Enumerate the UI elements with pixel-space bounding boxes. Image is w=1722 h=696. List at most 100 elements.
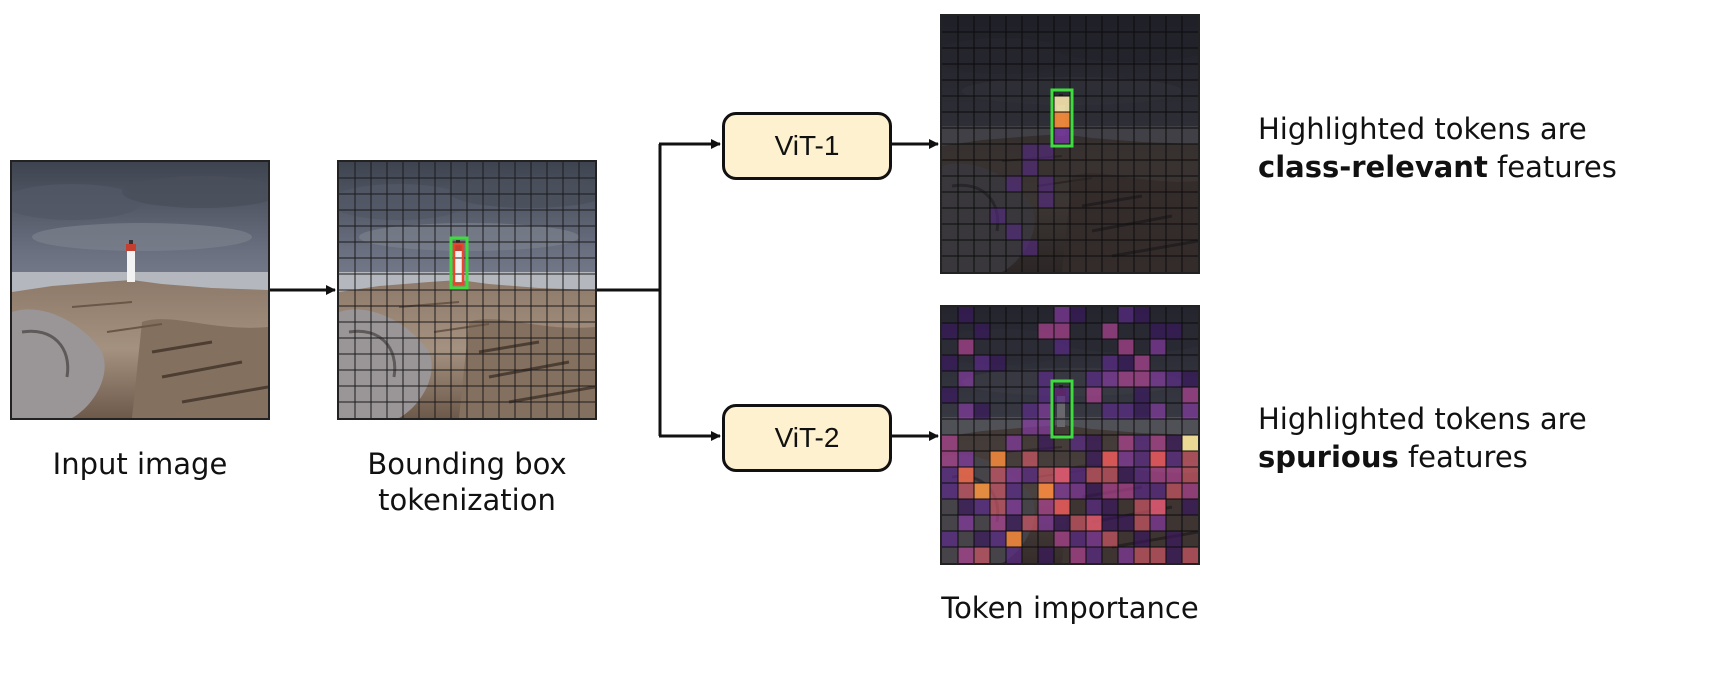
importance-cell <box>1166 451 1182 467</box>
importance-cell <box>1086 467 1102 483</box>
importance-cell <box>1038 435 1054 451</box>
importance-cell <box>1022 451 1038 467</box>
importance-cell <box>990 355 1006 371</box>
importance-cell <box>958 403 974 419</box>
importance-cell <box>1118 483 1134 499</box>
importance-cells-vit1 <box>990 96 1070 256</box>
importance-cells-vit2 <box>942 307 1198 563</box>
importance-cell <box>942 323 958 339</box>
tokenized-image <box>337 160 597 420</box>
importance-cell <box>1102 323 1118 339</box>
importance-cell <box>1006 176 1022 192</box>
note1-suffix: features <box>1487 150 1617 184</box>
importance-cell <box>958 515 974 531</box>
importance-cell <box>1038 547 1054 563</box>
note2-suffix: features <box>1398 440 1528 474</box>
importance-cell <box>1086 531 1102 547</box>
tokenization-caption-line1: Bounding box <box>367 447 567 481</box>
token-grid-vit2 <box>942 307 1198 563</box>
importance-cell <box>974 499 990 515</box>
importance-cell <box>1150 371 1166 387</box>
importance-cell <box>1102 499 1118 515</box>
importance-cell <box>1182 387 1198 403</box>
importance-cell <box>1022 419 1038 435</box>
importance-cell <box>1102 483 1118 499</box>
importance-cell <box>1006 224 1022 240</box>
importance-cell <box>1070 531 1086 547</box>
importance-cell <box>1150 515 1166 531</box>
token-importance-caption: Token importance <box>941 591 1199 625</box>
importance-cell <box>1054 112 1070 128</box>
vit2-box: ViT-2 <box>722 404 892 472</box>
importance-cell <box>1038 467 1054 483</box>
importance-cell <box>1006 435 1022 451</box>
importance-cell <box>942 451 958 467</box>
importance-cell <box>1038 371 1054 387</box>
importance-cell <box>1134 531 1150 547</box>
importance-cell <box>1150 451 1166 467</box>
importance-cell <box>958 451 974 467</box>
importance-cell <box>1150 483 1166 499</box>
tokenization-caption: Bounding box tokenization <box>337 446 597 518</box>
importance-cell <box>1102 403 1118 419</box>
importance-cell <box>1070 515 1086 531</box>
importance-cell <box>1102 531 1118 547</box>
importance-cell <box>974 483 990 499</box>
importance-cell <box>1150 339 1166 355</box>
importance-cell <box>958 467 974 483</box>
importance-cell <box>1006 499 1022 515</box>
importance-cell <box>1054 323 1070 339</box>
importance-cell <box>1054 96 1070 112</box>
importance-cell <box>1086 387 1102 403</box>
importance-cell <box>1086 435 1102 451</box>
importance-cell <box>1134 387 1150 403</box>
importance-cell <box>1054 307 1070 323</box>
bounding-box-outer <box>449 236 469 290</box>
importance-cell <box>1038 499 1054 515</box>
importance-cell <box>990 208 1006 224</box>
importance-cell <box>1102 515 1118 531</box>
importance-cell <box>1182 467 1198 483</box>
importance-cell <box>974 531 990 547</box>
importance-cell <box>958 339 974 355</box>
importance-cell <box>990 483 1006 499</box>
importance-cell <box>1086 515 1102 531</box>
importance-cell <box>974 547 990 563</box>
importance-cell <box>1118 467 1134 483</box>
importance-cell <box>1134 435 1150 451</box>
vit1-box: ViT-1 <box>722 112 892 180</box>
importance-cell <box>1070 547 1086 563</box>
importance-cell <box>1022 467 1038 483</box>
importance-cell <box>1166 531 1182 547</box>
importance-cell <box>1070 307 1086 323</box>
token-importance-map-vit1 <box>940 14 1200 274</box>
importance-cell <box>1182 451 1198 467</box>
bounding-box-inner <box>452 242 465 286</box>
importance-cell <box>1006 467 1022 483</box>
note2-line1: Highlighted tokens are <box>1258 402 1587 436</box>
importance-cell <box>1182 483 1198 499</box>
token-grid <box>339 162 595 418</box>
importance-cell <box>990 531 1006 547</box>
importance-cell <box>1182 547 1198 563</box>
importance-cell <box>1182 371 1198 387</box>
importance-cell <box>1038 403 1054 419</box>
importance-cell <box>990 467 1006 483</box>
importance-cell <box>942 387 958 403</box>
importance-cell <box>942 483 958 499</box>
vit2-label: ViT-2 <box>774 422 840 453</box>
importance-cell <box>1006 483 1022 499</box>
note1-line1: Highlighted tokens are <box>1258 112 1587 146</box>
importance-cell <box>1038 192 1054 208</box>
importance-cell <box>1118 435 1134 451</box>
importance-cell <box>942 531 958 547</box>
importance-cell <box>1006 515 1022 531</box>
importance-cell <box>1150 499 1166 515</box>
importance-cell <box>1054 467 1070 483</box>
importance-cell <box>1182 435 1198 451</box>
importance-cell <box>1006 531 1022 547</box>
importance-cell <box>1070 467 1086 483</box>
note-spurious: Highlighted tokens are spurious features <box>1258 400 1587 476</box>
importance-cell <box>1054 499 1070 515</box>
note2-bold: spurious <box>1258 440 1399 474</box>
